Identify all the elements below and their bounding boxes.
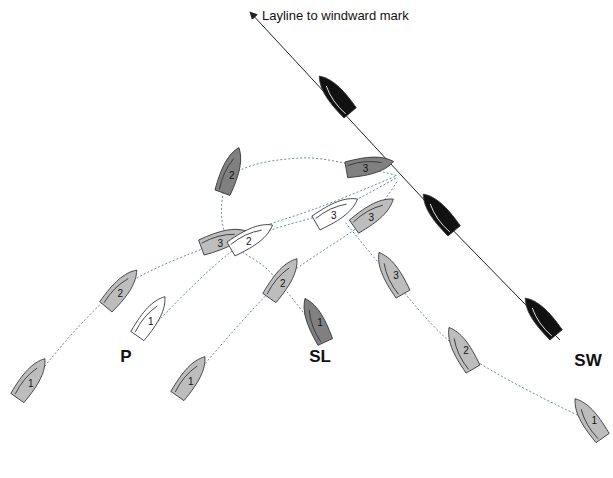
boat-sail xyxy=(266,266,289,296)
boat-hull xyxy=(371,248,410,298)
boat xyxy=(349,192,398,234)
boat xyxy=(519,292,563,340)
boat-hull xyxy=(99,264,143,312)
boat-hull xyxy=(568,394,610,443)
boat-sail xyxy=(306,310,324,343)
boat-hull xyxy=(417,188,461,236)
boat-hull xyxy=(349,192,398,234)
position-number: 2 xyxy=(229,171,235,181)
boat-sail xyxy=(451,338,471,369)
track-line xyxy=(190,180,398,382)
boat xyxy=(417,188,461,236)
boat-name: SL xyxy=(309,348,331,365)
position-number: 1 xyxy=(188,377,194,387)
position-number: 2 xyxy=(246,237,252,247)
position-number: 2 xyxy=(118,289,124,299)
position-number: 3 xyxy=(363,164,369,174)
boat xyxy=(99,264,143,312)
boat-hull xyxy=(262,254,304,303)
boat xyxy=(568,394,610,443)
boat xyxy=(10,354,52,403)
position-number: 1 xyxy=(591,416,597,426)
boat-hull xyxy=(130,292,172,341)
boat-sail xyxy=(529,308,554,337)
boat-sail xyxy=(174,364,197,394)
position-number: 3 xyxy=(331,211,337,221)
boat-sail xyxy=(315,201,346,221)
boat-hull xyxy=(313,70,357,118)
boat-sail xyxy=(427,204,452,233)
position-number: 1 xyxy=(28,379,34,389)
boat xyxy=(170,352,212,401)
position-number: 3 xyxy=(217,239,223,249)
boat xyxy=(345,153,395,179)
boat-name: SW xyxy=(574,352,601,369)
boat-hull xyxy=(519,292,563,340)
track-line xyxy=(30,176,396,385)
boat-sail xyxy=(134,304,157,334)
layline-label: Layline to windward mark xyxy=(262,9,409,22)
track-line xyxy=(150,178,396,330)
boat-hull xyxy=(297,295,333,346)
boat-sail xyxy=(14,366,37,396)
boat xyxy=(371,248,410,298)
boat xyxy=(313,70,357,118)
boat-hull xyxy=(170,352,212,401)
position-number: 1 xyxy=(148,317,154,327)
boat-name: P xyxy=(120,348,131,365)
boat-hull xyxy=(10,354,52,403)
boat-hull xyxy=(227,217,277,256)
boat-hull xyxy=(345,153,395,179)
boat-sail xyxy=(578,409,601,439)
track-line xyxy=(345,222,592,422)
position-number: 3 xyxy=(393,271,399,281)
boat xyxy=(441,323,480,373)
boat-sail xyxy=(323,86,348,115)
boat-hull xyxy=(214,145,247,196)
boat-hull xyxy=(441,323,480,373)
boat xyxy=(297,295,333,346)
position-number: 2 xyxy=(280,279,286,289)
position-number: 2 xyxy=(463,346,469,356)
boat-sail xyxy=(218,157,233,190)
position-number: 3 xyxy=(368,213,374,223)
boat xyxy=(214,145,247,196)
boat-sail xyxy=(103,276,128,305)
boat-sail xyxy=(381,263,401,294)
boat xyxy=(130,292,172,341)
boat-sail xyxy=(353,202,383,225)
boat xyxy=(227,217,277,256)
boat xyxy=(262,254,304,303)
layline-arrow xyxy=(250,12,560,340)
boat-sail xyxy=(230,227,261,247)
position-number: 1 xyxy=(317,318,323,328)
